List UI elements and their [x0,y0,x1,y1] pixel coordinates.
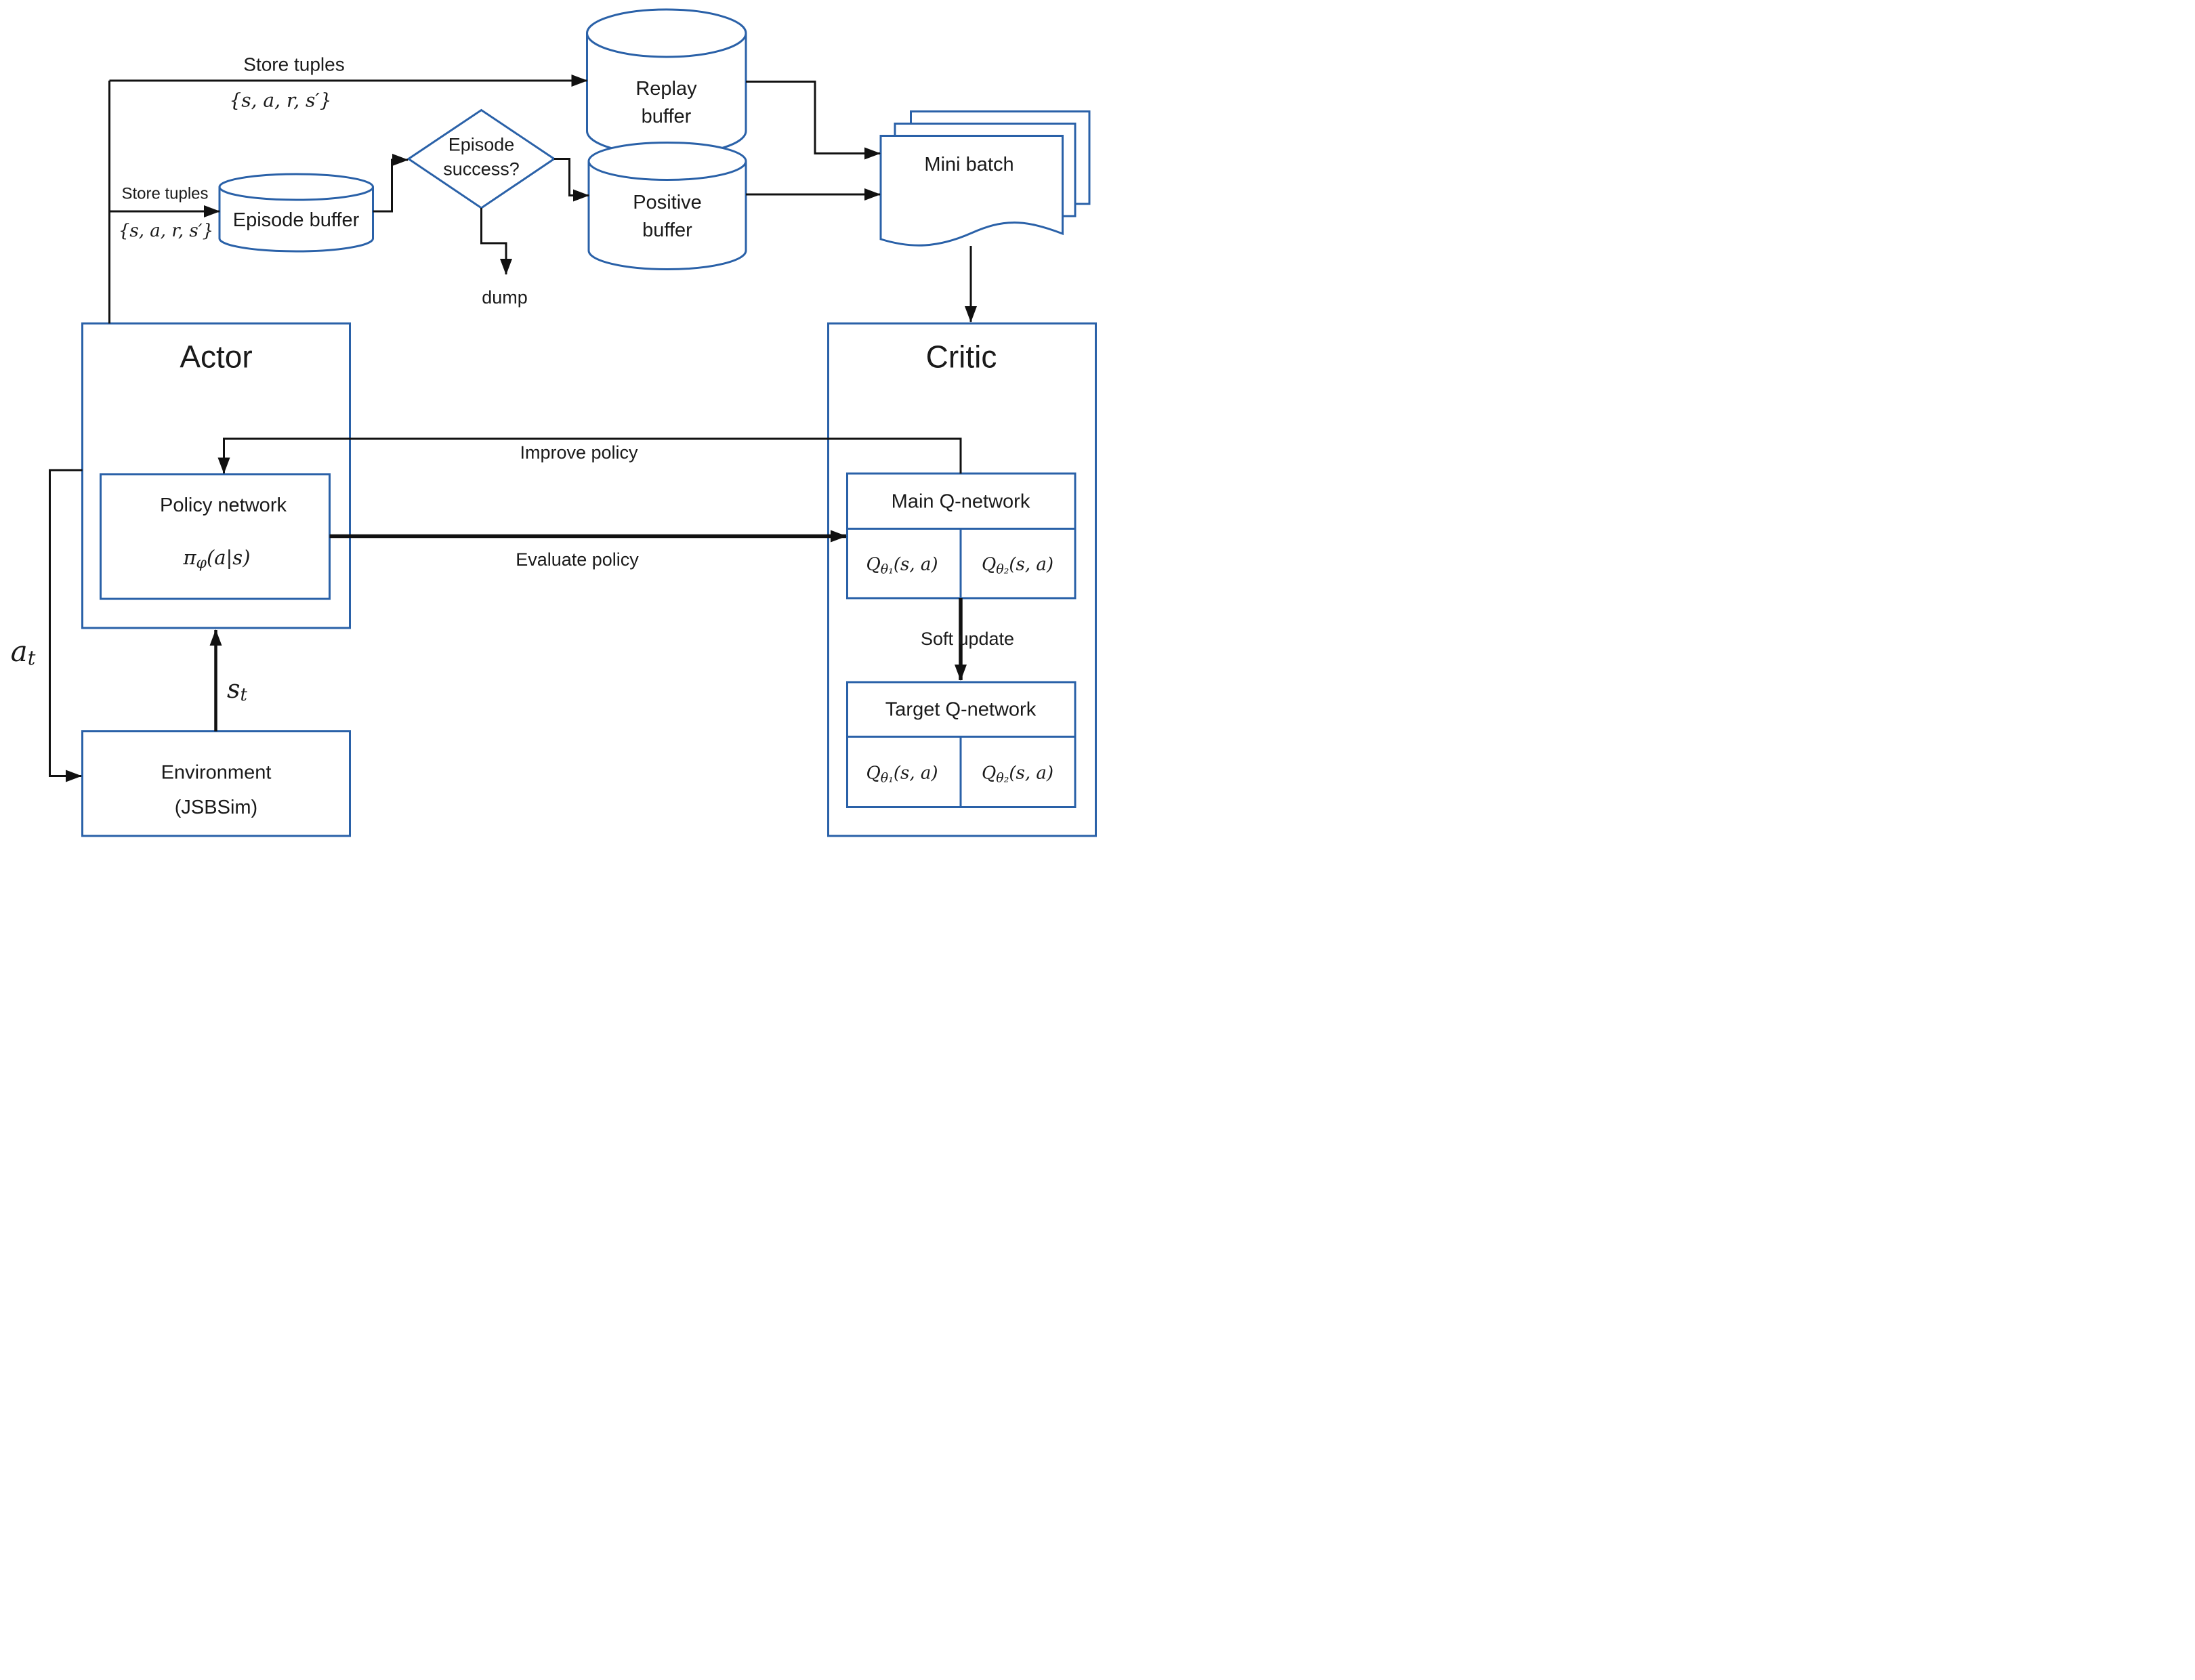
evaluate-policy-label: Evaluate policy [516,549,639,570]
main-q2-formula: Qθ₂(s, a) [982,555,1053,577]
replay-to-minibatch-arrow [746,81,881,160]
episode-buffer-to-decision-arrow [373,154,409,213]
action-arrow [49,469,83,782]
positive-buffer-label-line1: Positive [633,192,702,213]
dump-label: dump [482,287,528,308]
main-q1-formula: Qθ₁(s, a) [866,555,938,577]
environment-label-line1: Environment [161,762,272,784]
decision-label-line2: success? [443,159,520,180]
decision-to-positive-buffer-arrow [554,158,589,202]
environment-box [81,730,351,837]
policy-formula: πφ(a|s) [182,546,250,572]
positive-buffer-cylinder [587,142,747,270]
decision-label-line1: Episode [448,135,515,155]
environment-label-line2: (JSBSim) [175,797,257,818]
store-tuples-left-tuple: {s, a, r, s′} [119,221,213,241]
target-q1-formula: Qθ₁(s, a) [866,763,938,786]
actor-title: Actor [180,339,252,375]
target-q-network-title: Target Q-network [885,699,1037,721]
main-q-network-title: Main Q-network [892,491,1030,513]
mini-batch-label: Mini batch [924,154,1013,175]
decision-to-dump-arrow [480,208,512,275]
soft-update-label: Soft update [921,629,1014,649]
episode-buffer-cylinder [218,173,374,253]
improve-policy-arrow [217,438,962,474]
policy-network-title: Policy network [160,495,287,516]
action-label: at [11,635,36,670]
store-tuples-top-tuple: {s, a, r, s′} [229,89,331,112]
positive-buffer-label-line2: buffer [642,219,692,241]
improve-policy-label: Improve policy [520,442,638,463]
replay-buffer-label-line1: Replay [635,78,697,100]
diagram-canvas: Store tuples {s, a, r, s′} Store tuples … [0,0,1098,840]
store-tuples-top-label: Store tuples [243,54,344,75]
target-q-network-box [846,681,1076,808]
target-q2-formula: Qθ₂(s, a) [982,763,1053,786]
store-tuples-left-label: Store tuples [121,185,208,203]
critic-title: Critic [926,339,997,375]
rl-architecture-diagram: Store tuples {s, a, r, s′} Store tuples … [11,8,1097,837]
mini-batch-documents [879,110,1091,247]
episode-buffer-label: Episode buffer [233,209,360,231]
replay-buffer-label-line2: buffer [642,106,692,127]
replay-buffer-cylinder [586,8,747,156]
policy-network-box [100,473,331,600]
state-label: st [227,674,248,705]
